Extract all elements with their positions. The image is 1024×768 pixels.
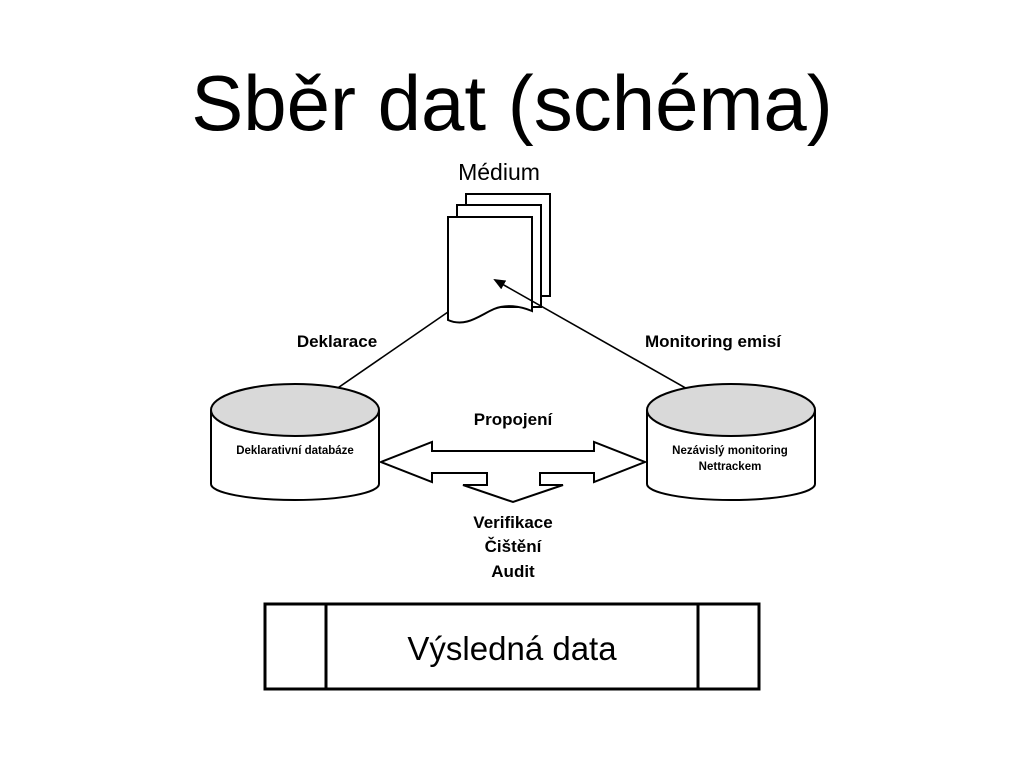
page-title: Sběr dat (schéma) [191, 59, 833, 147]
result-data-label: Výsledná data [407, 630, 617, 667]
result-data-box [263, 602, 761, 691]
declarative-database-label: Deklarativní databáze [236, 445, 354, 457]
medium-label: Médium [458, 159, 540, 185]
link-connector-arrow [378, 440, 648, 504]
step-verification: Verifikace [473, 513, 552, 532]
link-label: Propojení [474, 410, 554, 429]
declarative-database-cylinder [210, 383, 380, 501]
monitoring-database-label-line2: Nettrackem [699, 461, 762, 473]
monitoring-database-cylinder [646, 383, 816, 501]
step-audit: Audit [491, 562, 535, 581]
monitoring-label: Monitoring emisí [645, 332, 782, 351]
medium-documents-icon [447, 193, 551, 324]
declaration-label: Deklarace [297, 332, 377, 351]
monitoring-database-label-line1: Nezávislý monitoring [672, 445, 788, 457]
step-cleaning: Čištění [485, 537, 543, 556]
